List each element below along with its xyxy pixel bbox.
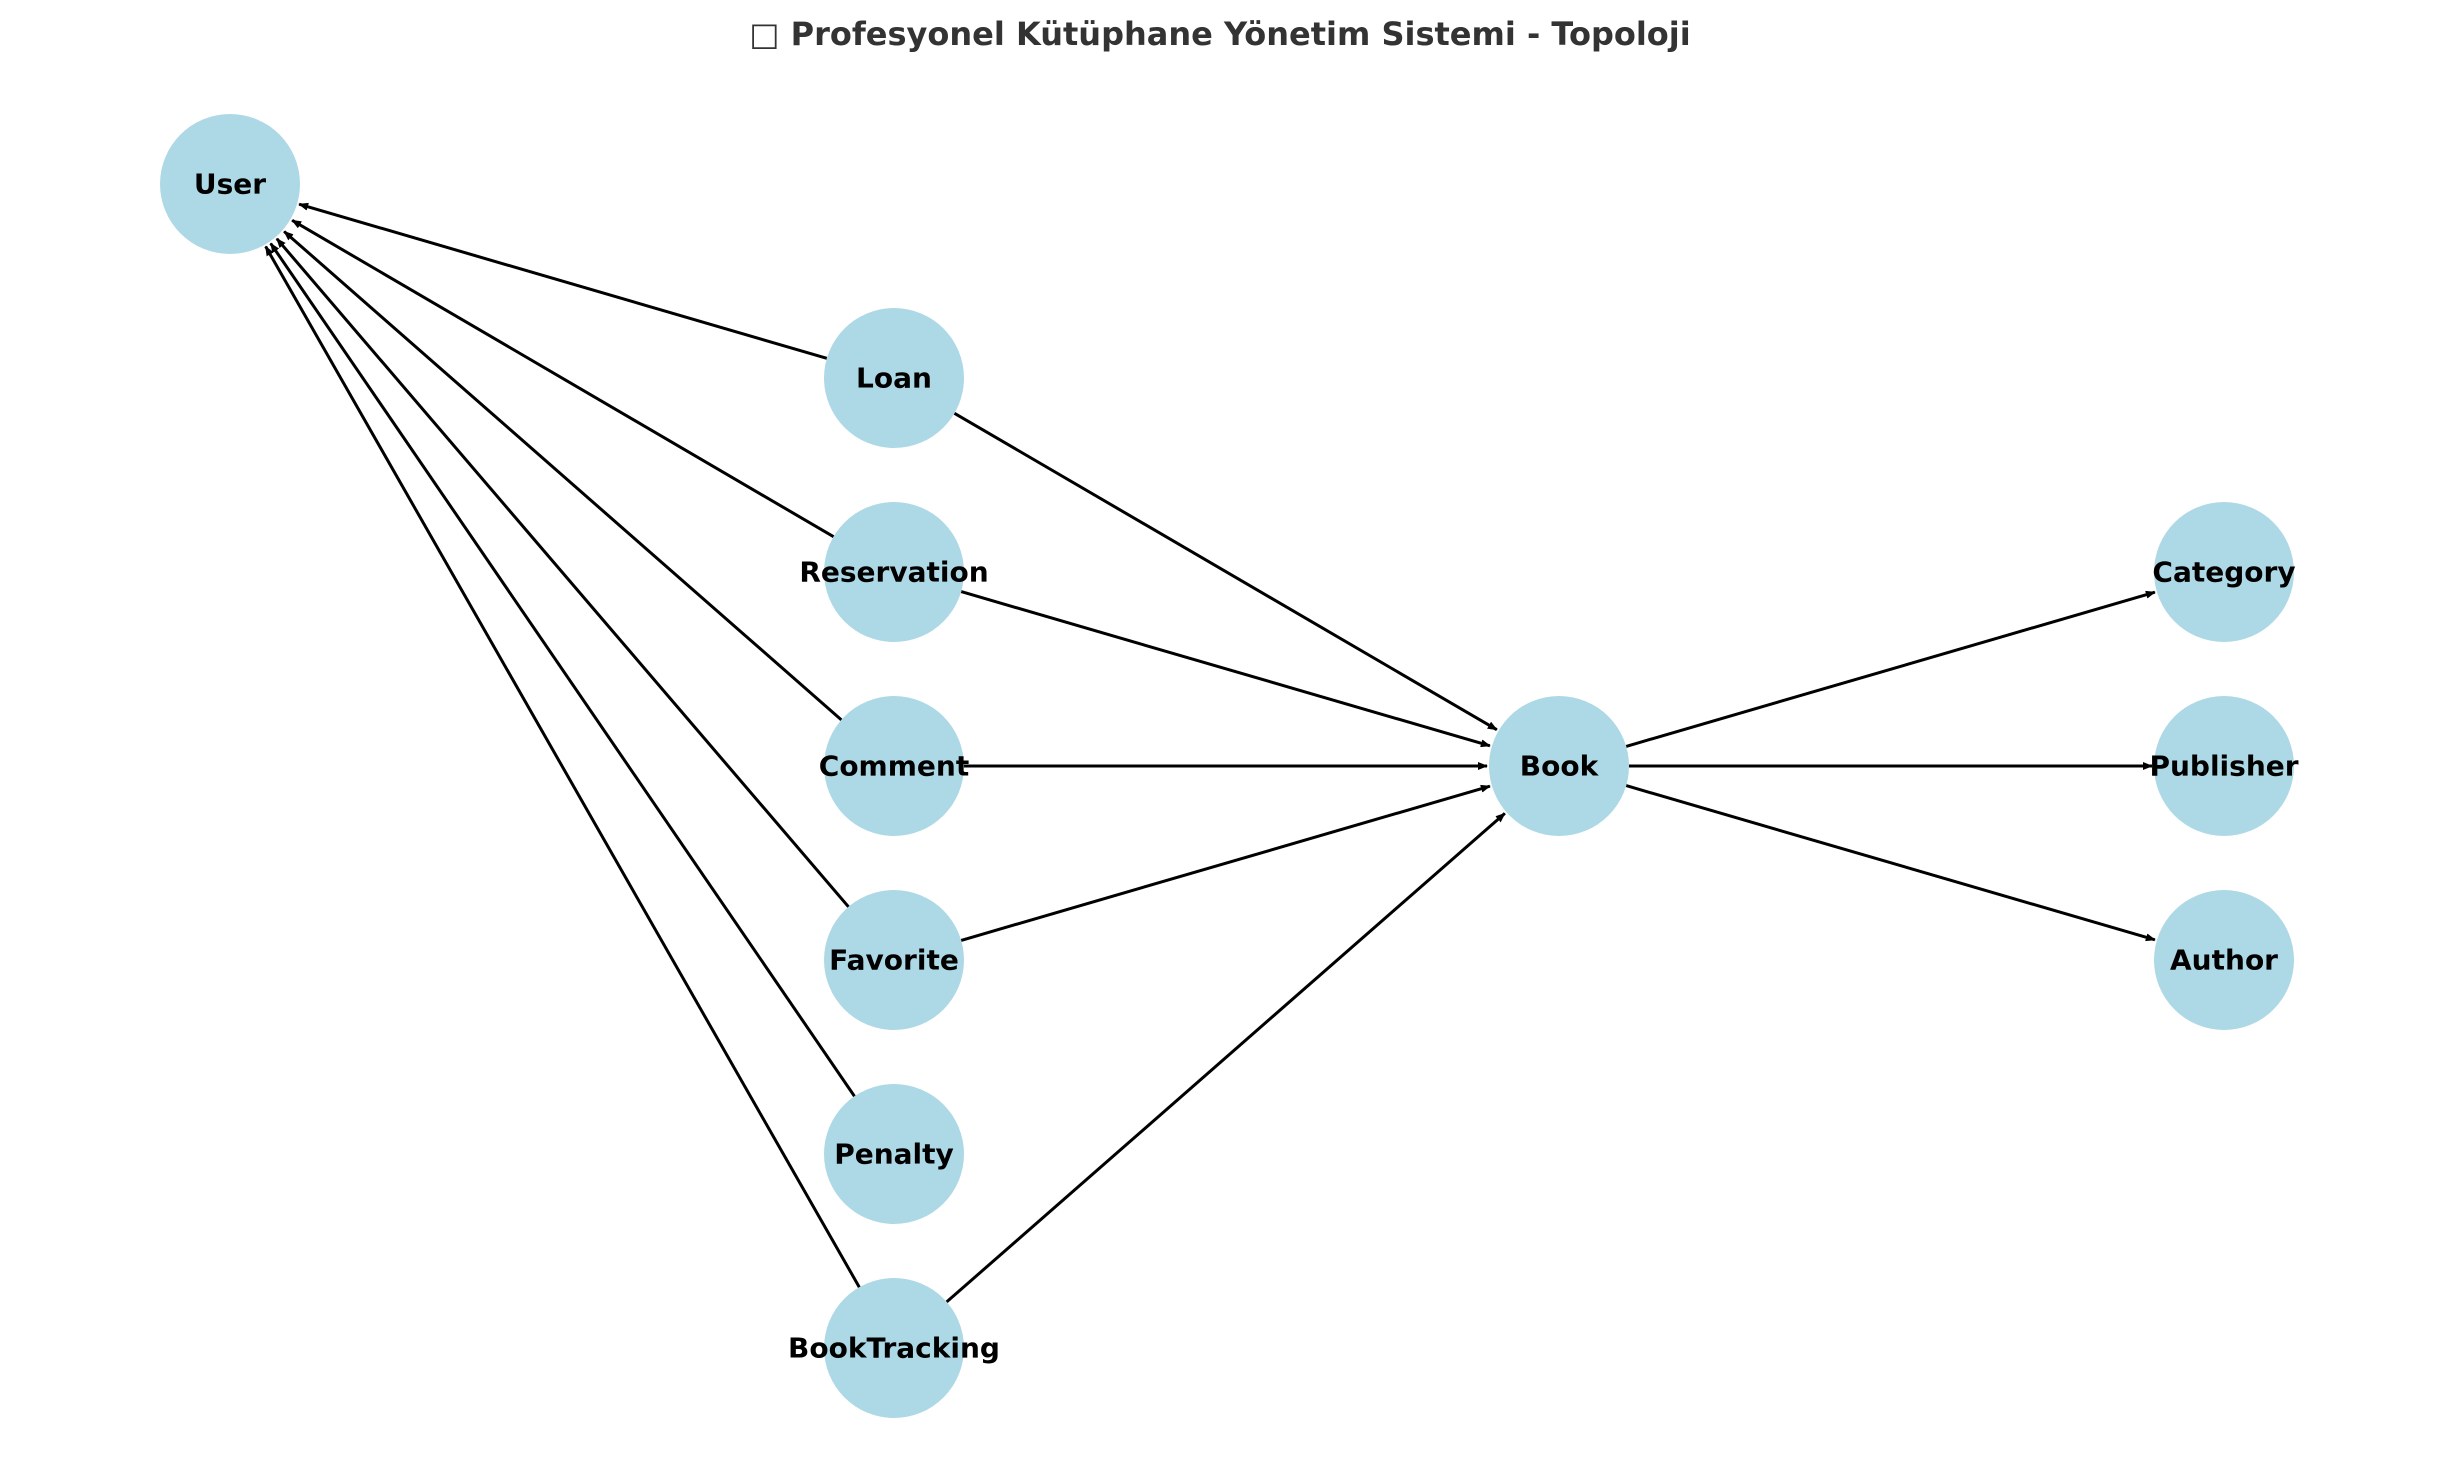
node-penalty: Penalty	[824, 1084, 964, 1224]
nodes-layer: UserLoanReservationCommentFavoritePenalt…	[160, 114, 2299, 1418]
edge-book-tracking-to-user	[264, 245, 861, 1288]
node-label: Publisher	[2149, 750, 2298, 783]
edge-book-to-author	[1625, 784, 2156, 942]
node-label: BookTracking	[788, 1332, 1000, 1365]
node-circle	[2154, 890, 2294, 1030]
edge-book-tracking-to-book	[945, 812, 1506, 1304]
edge-penalty-to-user	[269, 242, 856, 1098]
edge-favorite-to-book	[960, 784, 1491, 942]
edge-reservation-to-book	[960, 590, 1491, 748]
node-label: Loan	[856, 362, 932, 395]
node-book: Book	[1489, 696, 1629, 836]
node-circle	[824, 308, 964, 448]
edge-comment-to-user	[283, 230, 843, 721]
node-circle	[160, 114, 300, 254]
node-label: Comment	[819, 750, 969, 783]
node-circle	[824, 696, 964, 836]
node-category: Category	[2152, 502, 2296, 642]
node-loan: Loan	[824, 308, 964, 448]
edge-favorite-to-user	[275, 237, 850, 908]
node-favorite: Favorite	[824, 890, 964, 1030]
edge-loan-to-user	[298, 202, 828, 360]
edge-loan-to-book	[953, 411, 1498, 732]
node-label: Penalty	[834, 1138, 954, 1171]
node-circle	[824, 1278, 964, 1418]
edge-book-to-category	[1625, 590, 2156, 748]
node-circle	[824, 502, 964, 642]
node-user: User	[160, 114, 300, 254]
node-book-tracking: BookTracking	[788, 1278, 1000, 1418]
node-circle	[824, 890, 964, 1030]
node-circle	[824, 1084, 964, 1224]
node-circle	[2154, 696, 2294, 836]
node-label: Reservation	[799, 556, 988, 589]
node-comment: Comment	[819, 696, 969, 836]
node-label: Book	[1520, 750, 1600, 783]
node-label: User	[194, 168, 266, 201]
node-circle	[2154, 502, 2294, 642]
node-author: Author	[2154, 890, 2294, 1030]
diagram-title: □ Profesyonel Kütüphane Yönetim Sistemi …	[749, 15, 1690, 53]
node-publisher: Publisher	[2149, 696, 2299, 836]
edge-reservation-to-user	[291, 219, 835, 538]
node-label: Author	[2170, 944, 2278, 977]
node-label: Category	[2152, 556, 2295, 589]
node-reservation: Reservation	[799, 502, 989, 642]
node-label: Favorite	[829, 944, 959, 977]
node-circle	[1489, 696, 1629, 836]
edges-layer	[264, 202, 2156, 1304]
